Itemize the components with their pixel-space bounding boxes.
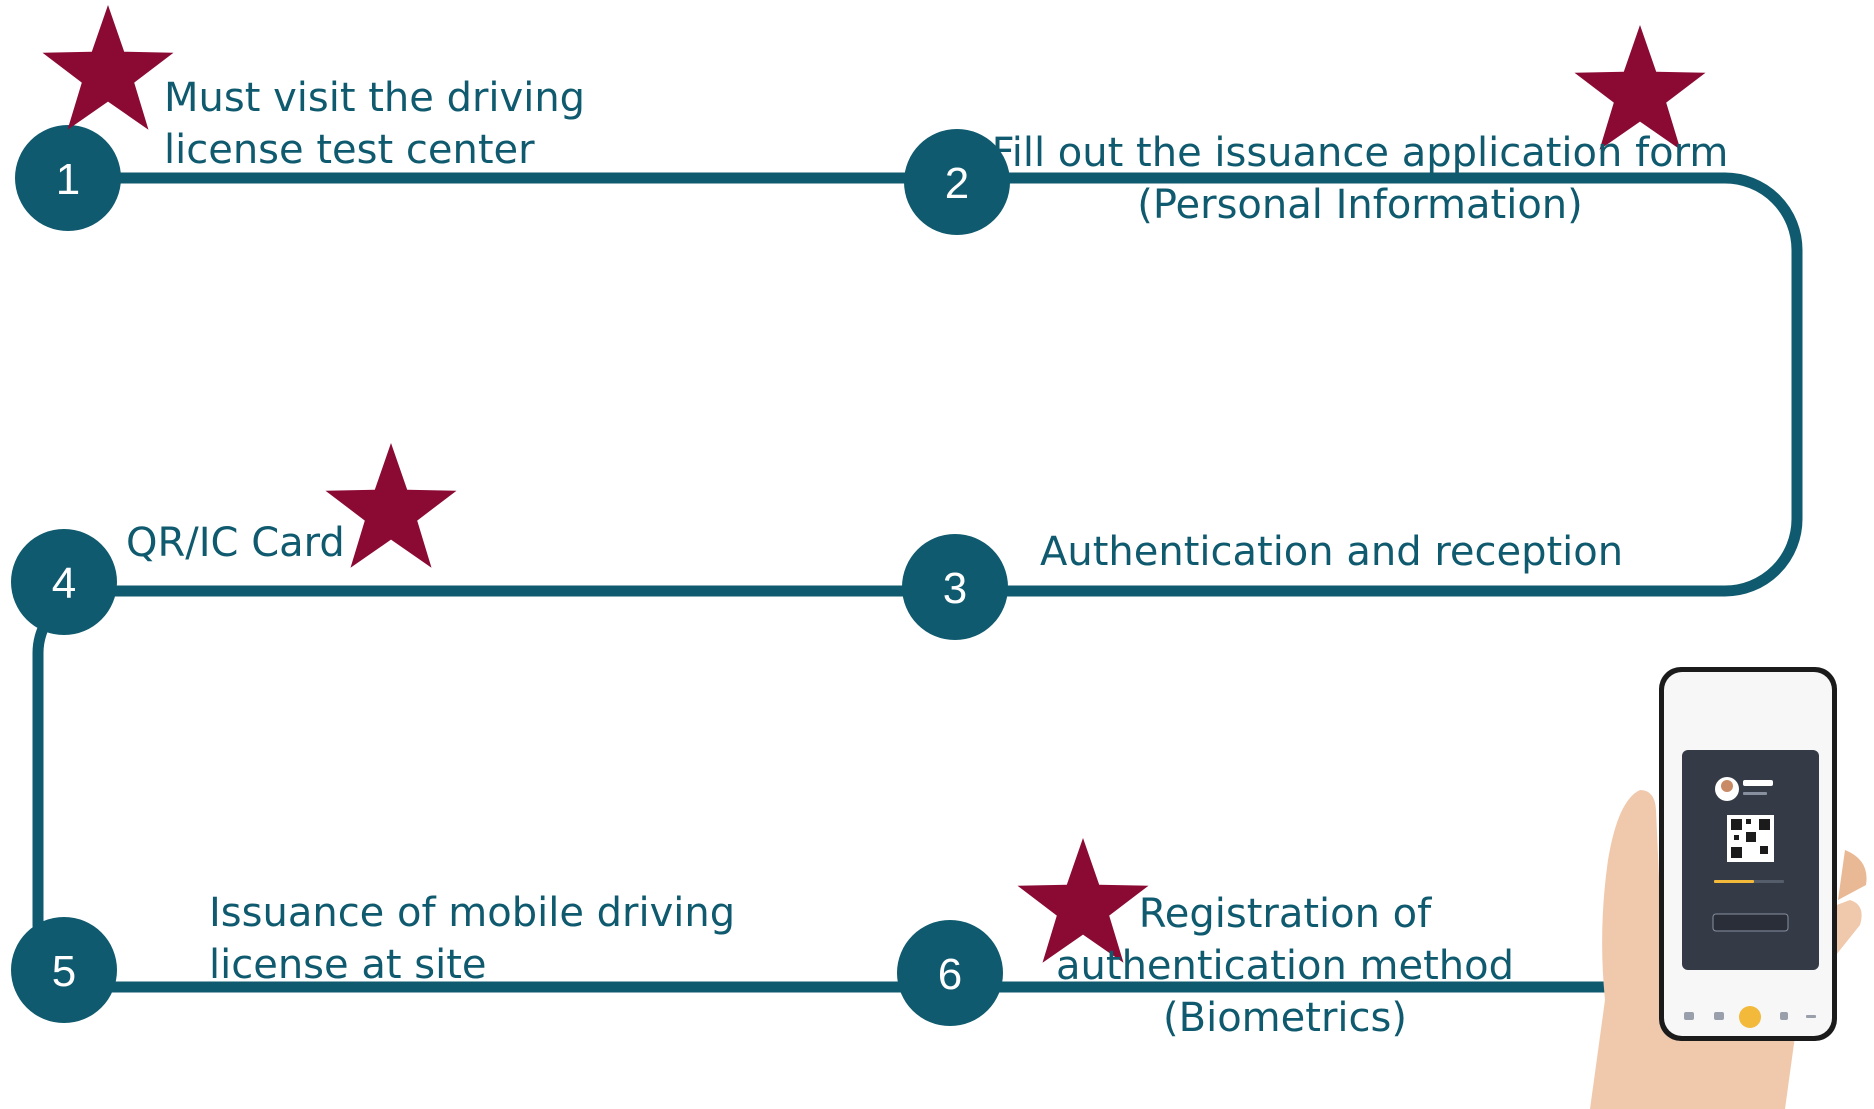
step-node-2: 2	[904, 129, 1010, 235]
step-node-4: 4	[11, 529, 117, 635]
step-1-label: Must visit the driving license test cent…	[164, 75, 586, 173]
svg-text:4: 4	[52, 559, 76, 608]
star-icon	[1574, 25, 1706, 150]
step-5-label: Issuance of mobile driving license at si…	[209, 890, 736, 988]
step-node-6: 6	[897, 920, 1003, 1026]
star-icon	[325, 443, 457, 568]
step-node-5: 5	[11, 917, 117, 1023]
star-icon	[1017, 838, 1149, 963]
svg-text:6: 6	[938, 950, 962, 999]
step-6-label: Registration of authentication method (B…	[1056, 891, 1514, 1041]
step-node-1: 1	[15, 125, 121, 231]
step-node-3: 3	[902, 534, 1008, 640]
star-icon	[42, 5, 174, 130]
svg-text:1: 1	[56, 155, 80, 204]
step-3-label: Authentication and reception	[1040, 529, 1624, 575]
hand-holding-phone-icon	[1590, 667, 1867, 1109]
step-2-label: Fill out the issuance application form (…	[991, 130, 1729, 228]
svg-text:5: 5	[52, 947, 76, 996]
svg-text:3: 3	[943, 564, 967, 613]
svg-text:2: 2	[945, 159, 969, 208]
step-4-label: QR/IC Card	[126, 520, 345, 566]
